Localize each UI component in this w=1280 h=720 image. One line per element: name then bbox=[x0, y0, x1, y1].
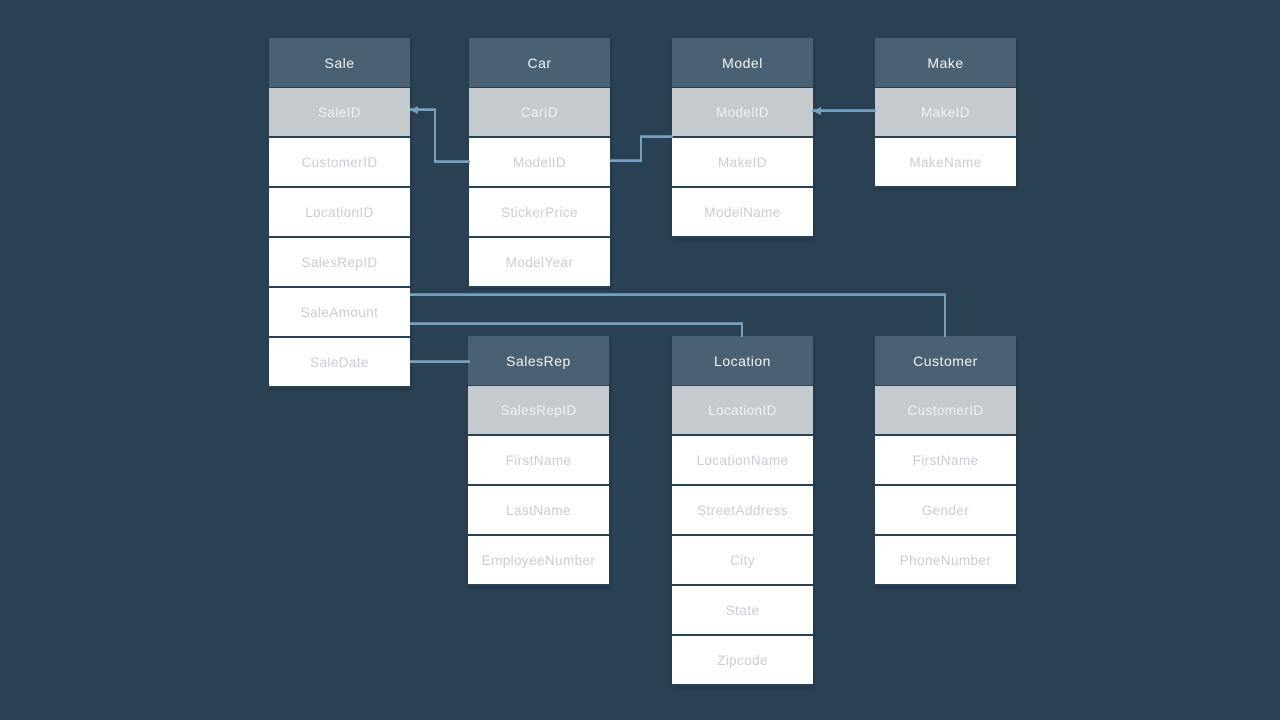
field-model-makeid: MakeID bbox=[672, 138, 813, 186]
field-make-makename: MakeName bbox=[875, 138, 1016, 186]
field-sale-saleid-key: SaleID bbox=[269, 88, 410, 136]
connector-segment bbox=[640, 137, 642, 162]
table-title-car[interactable]: Car bbox=[469, 38, 610, 87]
field-sale-saledate: SaleDate bbox=[269, 338, 410, 386]
field-location-locationname: LocationName bbox=[672, 436, 813, 484]
table-title-location[interactable]: Location bbox=[672, 336, 813, 385]
connector-segment bbox=[410, 109, 436, 111]
connector-segment bbox=[410, 294, 946, 296]
field-location-city: City bbox=[672, 536, 813, 584]
field-salesrep-lastname: LastName bbox=[468, 486, 609, 534]
field-model-modelid-key: ModelID bbox=[672, 88, 813, 136]
table-title-sale[interactable]: Sale bbox=[269, 38, 410, 87]
field-location-locationid-key: LocationID bbox=[672, 386, 813, 434]
field-make-makeid-key: MakeID bbox=[875, 88, 1016, 136]
table-title-model[interactable]: Model bbox=[672, 38, 813, 87]
field-car-modelid: ModelID bbox=[469, 138, 610, 186]
field-sale-locationid: LocationID bbox=[269, 188, 410, 236]
field-sale-customerid: CustomerID bbox=[269, 138, 410, 186]
table-title-customer[interactable]: Customer bbox=[875, 336, 1016, 385]
connector-segment bbox=[410, 361, 470, 363]
field-location-zipcode: Zipcode bbox=[672, 636, 813, 684]
field-location-streetaddress: StreetAddress bbox=[672, 486, 813, 534]
field-salesrep-employeenumber: EmployeeNumber bbox=[468, 536, 609, 584]
table-title-salesrep[interactable]: SalesRep bbox=[468, 336, 609, 385]
connector-segment bbox=[610, 160, 642, 162]
connector-segment bbox=[434, 161, 470, 163]
field-salesrep-salesrepid-key: SalesRepID bbox=[468, 386, 609, 434]
field-salesrep-firstname: FirstName bbox=[468, 436, 609, 484]
field-car-stickerprice: StickerPrice bbox=[469, 188, 610, 236]
field-customer-customerid-key: CustomerID bbox=[875, 386, 1016, 434]
field-sale-saleamount: SaleAmount bbox=[269, 288, 410, 336]
connector-segment bbox=[944, 294, 946, 337]
field-location-state: State bbox=[672, 586, 813, 634]
table-title-make[interactable]: Make bbox=[875, 38, 1016, 87]
connector-segment bbox=[434, 109, 436, 163]
connector-segment bbox=[410, 323, 743, 325]
field-customer-gender: Gender bbox=[875, 486, 1016, 534]
field-car-carid-key: CarID bbox=[469, 88, 610, 136]
connector-segment bbox=[812, 110, 876, 112]
field-sale-salesrepid: SalesRepID bbox=[269, 238, 410, 286]
field-customer-phonenumber: PhoneNumber bbox=[875, 536, 1016, 584]
field-car-modelyear: ModelYear bbox=[469, 238, 610, 286]
field-model-modelname: ModelName bbox=[672, 188, 813, 236]
connector-segment bbox=[640, 136, 673, 138]
connector-arrowhead-icon bbox=[410, 106, 418, 114]
field-customer-firstname: FirstName bbox=[875, 436, 1016, 484]
connector-arrowhead-icon bbox=[813, 107, 821, 115]
connector-segment bbox=[741, 323, 743, 337]
